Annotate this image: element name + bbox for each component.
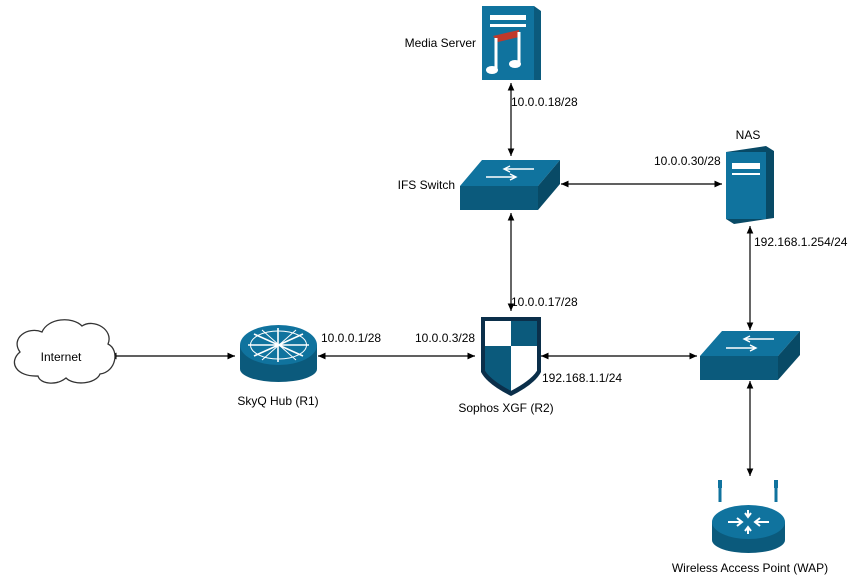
switch-icon bbox=[700, 331, 800, 380]
nas-server-icon bbox=[726, 146, 774, 224]
media-ip-label: 10.0.0.18/28 bbox=[511, 95, 578, 109]
wap-label: Wireless Access Point (WAP) bbox=[672, 561, 828, 575]
skyq-node: SkyQ Hub (R1) bbox=[237, 325, 319, 408]
internet-node: Internet bbox=[13, 319, 116, 384]
skyq-label: SkyQ Hub (R1) bbox=[237, 394, 318, 408]
wap-node: Wireless Access Point (WAP) bbox=[672, 480, 828, 575]
firewall-shield-icon bbox=[481, 317, 541, 396]
internet-label: Internet bbox=[41, 350, 82, 364]
media-server-label: Media Server bbox=[405, 36, 476, 50]
nas-node: NAS bbox=[726, 128, 774, 224]
skyq-ip-label: 10.0.0.1/28 bbox=[321, 331, 381, 345]
sophos-ifs-ip-label: 10.0.0.17/28 bbox=[511, 295, 578, 309]
sophos-wan-ip-label: 10.0.0.3/28 bbox=[415, 331, 475, 345]
nas-lan-ip-label: 192.168.1.254/24 bbox=[754, 235, 848, 249]
cloud-icon bbox=[13, 319, 116, 384]
sophos-lan-ip-label: 192.168.1.1/24 bbox=[542, 371, 622, 385]
switch-icon bbox=[460, 160, 560, 210]
ifs-switch-node: IFS Switch bbox=[398, 160, 560, 210]
wireless-router-icon bbox=[712, 480, 785, 553]
ifs-switch-label: IFS Switch bbox=[398, 178, 455, 192]
lan-switch-node bbox=[700, 331, 800, 380]
router-icon bbox=[240, 325, 317, 383]
nas-label: NAS bbox=[736, 128, 761, 142]
media-server-icon bbox=[482, 6, 541, 80]
sophos-label: Sophos XGF (R2) bbox=[458, 401, 553, 415]
nas-dmz-ip-label: 10.0.0.30/28 bbox=[654, 154, 721, 168]
media-server-node: Media Server bbox=[405, 6, 541, 80]
sophos-node: Sophos XGF (R2) bbox=[458, 317, 554, 415]
connections bbox=[109, 83, 754, 476]
ip-labels: 10.0.0.18/28 10.0.0.30/28 192.168.1.254/… bbox=[321, 95, 848, 385]
